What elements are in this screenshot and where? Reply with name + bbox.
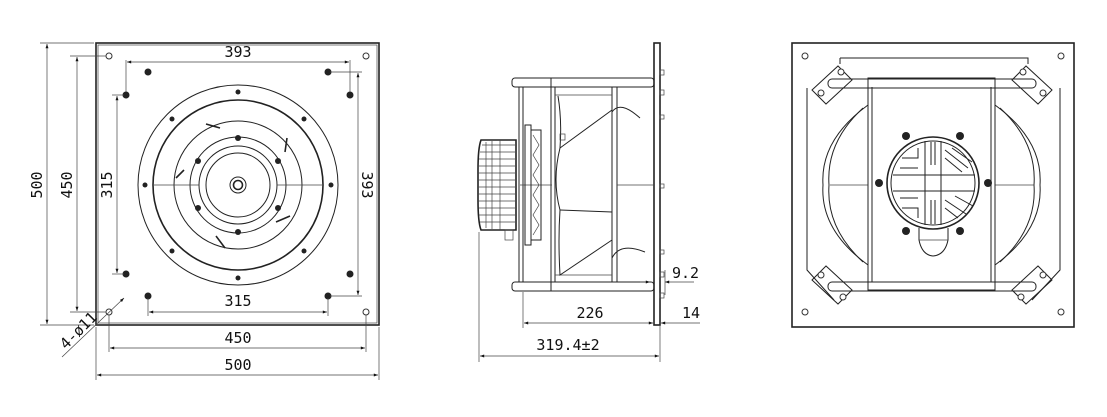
front-view: 393 393 315 450 500 315 450 bbox=[28, 42, 380, 380]
dim-housing-depth: 226 bbox=[576, 304, 603, 322]
dim-overall-width: 500 bbox=[224, 356, 251, 374]
dim-inner-bolt-height: 315 bbox=[98, 171, 116, 198]
dim-flange-offset: 9.2 bbox=[672, 264, 699, 282]
dim-inner-bolt-width: 315 bbox=[224, 292, 251, 310]
dim-top-bolt-spacing: 393 bbox=[224, 43, 251, 61]
dim-plate-hole-height: 450 bbox=[58, 171, 76, 198]
rear-view bbox=[791, 42, 1075, 328]
dim-corner-holes: 4-ø11 bbox=[56, 308, 101, 353]
dim-plate-thickness: 14 bbox=[682, 304, 700, 322]
side-view: 9.2 226 14 319.4±2 bbox=[477, 42, 700, 362]
dim-plate-hole-width: 450 bbox=[224, 329, 251, 347]
dim-overall-height: 500 bbox=[28, 171, 46, 198]
dim-overall-depth: 319.4±2 bbox=[536, 336, 599, 354]
dim-right-bolt-spacing: 393 bbox=[358, 171, 376, 198]
